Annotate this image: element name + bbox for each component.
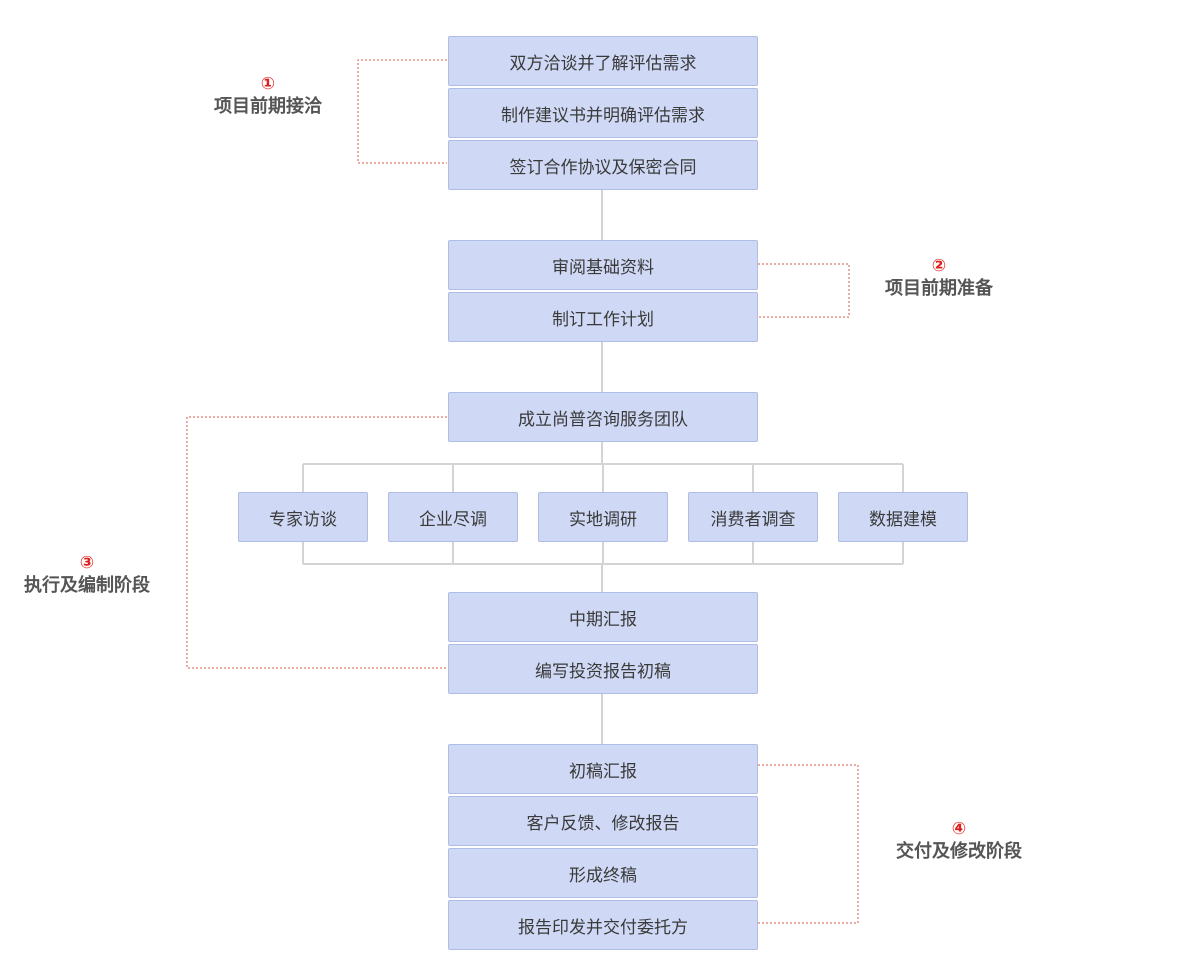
step-draft-report: 编写投资报告初稿 xyxy=(448,644,758,694)
stage4-bracket xyxy=(758,764,859,924)
step-client-feedback: 客户反馈、修改报告 xyxy=(448,796,758,846)
step-deliver-report: 报告印发并交付委托方 xyxy=(448,900,758,950)
step-work-plan: 制订工作计划 xyxy=(448,292,758,342)
step-proposal: 制作建议书并明确评估需求 xyxy=(448,88,758,138)
stage-4-number: ④ xyxy=(951,819,967,839)
step-form-team-label: 成立尚普咨询服务团队 xyxy=(518,409,688,430)
stage3-bracket xyxy=(186,416,447,669)
step-review-materials-label: 审阅基础资料 xyxy=(552,257,654,278)
branch-expert-interview: 专家访谈 xyxy=(238,492,368,542)
step-client-feedback-label: 客户反馈、修改报告 xyxy=(526,813,680,834)
stage2-bracket xyxy=(758,263,850,318)
branch-field-research: 实地调研 xyxy=(538,492,668,542)
step-proposal-label: 制作建议书并明确评估需求 xyxy=(501,105,705,126)
step-draft-presentation-label: 初稿汇报 xyxy=(569,761,637,782)
branch-consumer-survey-label: 消费者调查 xyxy=(710,509,796,530)
branch-expert-interview-label: 专家访谈 xyxy=(269,509,337,530)
stage-4-title: 交付及修改阶段 xyxy=(896,841,1022,862)
stage-3-title: 执行及编制阶段 xyxy=(24,575,150,596)
branch-due-diligence-label: 企业尽调 xyxy=(419,509,487,530)
step-work-plan-label: 制订工作计划 xyxy=(552,309,654,330)
step-negotiate-label: 双方洽谈并了解评估需求 xyxy=(509,53,697,74)
stage-2-title: 项目前期准备 xyxy=(885,278,993,299)
step-mid-report-label: 中期汇报 xyxy=(569,609,637,630)
step-final-draft: 形成终稿 xyxy=(448,848,758,898)
stage-1-title: 项目前期接洽 xyxy=(214,96,322,117)
stage-3-number: ③ xyxy=(79,553,95,573)
stage1-bracket xyxy=(357,59,447,164)
branch-consumer-survey: 消费者调查 xyxy=(688,492,818,542)
step-mid-report: 中期汇报 xyxy=(448,592,758,642)
branch-due-diligence: 企业尽调 xyxy=(388,492,518,542)
step-review-materials: 审阅基础资料 xyxy=(448,240,758,290)
stage-1-label: ① 项目前期接洽 xyxy=(188,73,348,119)
step-deliver-report-label: 报告印发并交付委托方 xyxy=(518,917,688,938)
step-draft-presentation: 初稿汇报 xyxy=(448,744,758,794)
step-contract-label: 签订合作协议及保密合同 xyxy=(509,157,697,178)
stage-4-label: ④ 交付及修改阶段 xyxy=(874,818,1044,864)
step-final-draft-label: 形成终稿 xyxy=(569,865,637,886)
step-negotiate: 双方洽谈并了解评估需求 xyxy=(448,36,758,86)
step-contract: 签订合作协议及保密合同 xyxy=(448,140,758,190)
stage-1-number: ① xyxy=(260,74,276,94)
branch-data-modeling-label: 数据建模 xyxy=(869,509,937,530)
step-draft-report-label: 编写投资报告初稿 xyxy=(535,661,671,682)
branch-data-modeling: 数据建模 xyxy=(838,492,968,542)
stage-3-label: ③ 执行及编制阶段 xyxy=(2,552,172,598)
stage-2-number: ② xyxy=(931,256,947,276)
step-form-team: 成立尚普咨询服务团队 xyxy=(448,392,758,442)
branch-field-research-label: 实地调研 xyxy=(569,509,637,530)
stage-2-label: ② 项目前期准备 xyxy=(859,255,1019,301)
